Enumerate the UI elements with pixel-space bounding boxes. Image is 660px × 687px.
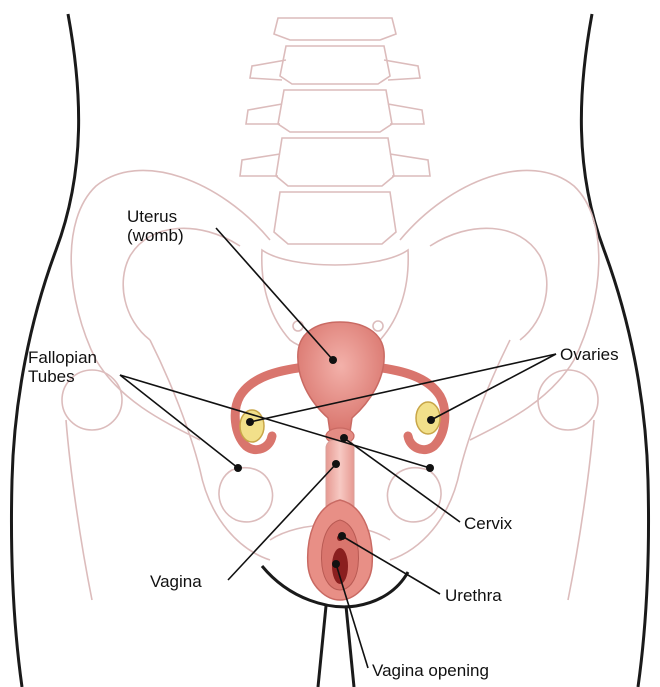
- label-fallopian-tubes: Fallopian Tubes: [28, 348, 97, 386]
- dot-ovary-left: [246, 418, 254, 426]
- vertebra-wing-right-2: [388, 104, 424, 124]
- label-fallopian-line2: Tubes: [28, 367, 97, 386]
- label-fallopian-line1: Fallopian: [28, 348, 97, 367]
- iliac-inner-right: [430, 228, 547, 340]
- dot-uterus: [329, 356, 337, 364]
- vertebra-3: [278, 90, 392, 132]
- iliac-inner-left: [123, 228, 240, 340]
- leader-uterus: [216, 228, 333, 360]
- vertebra-4: [276, 138, 394, 186]
- obturator-left: [219, 468, 273, 522]
- femoral-head-right: [538, 370, 598, 430]
- leader-ovary-right: [431, 354, 556, 420]
- vertebra-2: [280, 46, 390, 84]
- vertebra-5: [274, 192, 396, 244]
- label-uterus-line1: Uterus: [127, 207, 184, 226]
- dot-cervix: [340, 434, 348, 442]
- dot-fallopian-right: [426, 464, 434, 472]
- sacral-foramen-left: [293, 321, 303, 331]
- label-urethra: Urethra: [445, 586, 502, 605]
- label-vagina-opening: Vagina opening: [372, 661, 489, 680]
- dot-ovary-right: [427, 416, 435, 424]
- vertebra-wing-right-3: [390, 154, 430, 176]
- uterus: [298, 322, 384, 432]
- vertebra-wing-left-3: [240, 154, 280, 176]
- dot-urethra: [338, 532, 346, 540]
- leader-fallopian-left: [120, 375, 238, 468]
- femur-right: [568, 420, 594, 600]
- femur-left: [66, 420, 92, 600]
- thigh-line-left: [318, 606, 326, 687]
- sacral-foramen-right: [373, 321, 383, 331]
- vertebra-1: [274, 18, 396, 40]
- dot-vagina: [332, 460, 340, 468]
- iliac-wing-right: [400, 170, 599, 440]
- dot-vagina-opening: [332, 560, 340, 568]
- leader-fallopian-right: [120, 375, 430, 468]
- label-vagina: Vagina: [150, 572, 202, 591]
- label-ovaries: Ovaries: [560, 345, 619, 364]
- label-uterus-line2: (womb): [127, 226, 184, 245]
- label-cervix: Cervix: [464, 514, 512, 533]
- vertebra-wing-left-2: [246, 104, 282, 124]
- leader-cervix: [344, 438, 460, 522]
- label-uterus: Uterus (womb): [127, 207, 184, 245]
- dot-fallopian-left: [234, 464, 242, 472]
